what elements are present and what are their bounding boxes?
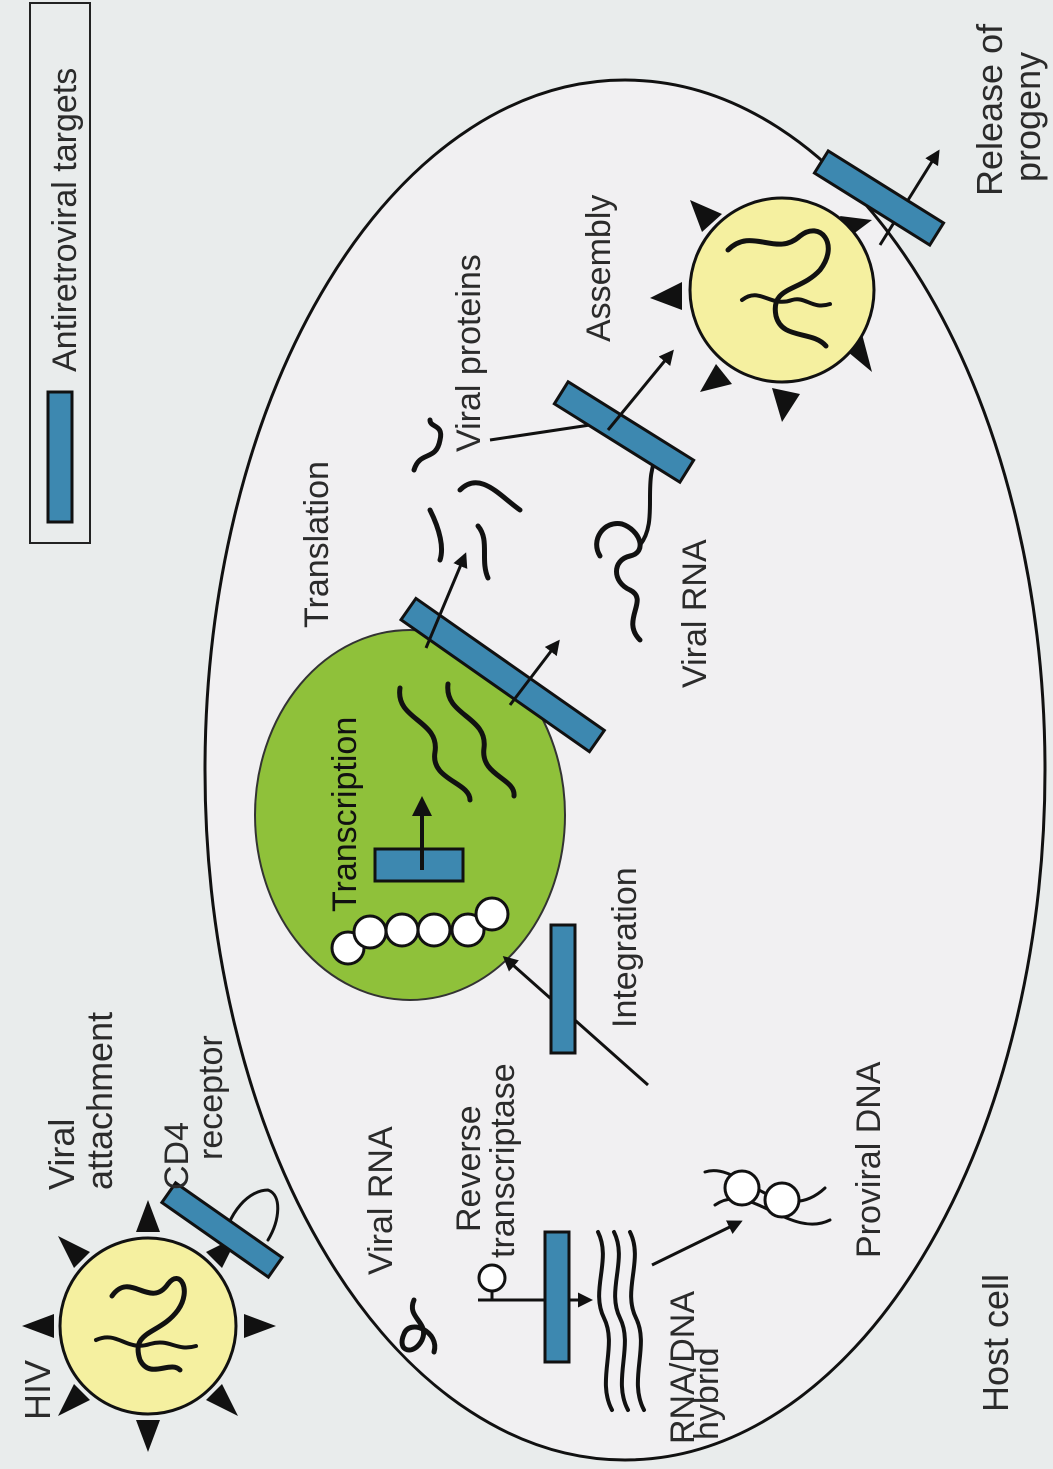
label-viral-proteins: Viral proteins (450, 254, 488, 452)
label-assembly: Assembly (580, 195, 618, 342)
label-translation: Translation (298, 461, 336, 628)
label-cd4: CD4 (158, 1122, 196, 1190)
label-receptor: receptor (192, 1035, 230, 1160)
label-release-of: Release of (969, 23, 1010, 196)
label-proviral-dna: Proviral DNA (850, 1061, 888, 1258)
label-transcription: Transcription (326, 717, 364, 912)
label-reverse: Reverse (450, 1105, 488, 1232)
reverse-transcription-target-bar (545, 1232, 569, 1362)
legend-label: Antiretroviral targets (46, 68, 84, 372)
label-host-cell: Host cell (975, 1274, 1016, 1412)
label-viral-attachment-1: Viral (41, 1119, 82, 1190)
label-transcriptase: transcriptase (484, 1063, 522, 1258)
transcription-target-bar (375, 849, 463, 881)
label-hybrid: hybrid (688, 1347, 726, 1440)
label-viral-rna-cytoplasm: Viral RNA (676, 539, 714, 688)
label-hiv: HIV (17, 1360, 58, 1420)
label-viral-attachment-2: attachment (79, 1012, 120, 1190)
integration-target-bar (551, 925, 575, 1053)
label-progeny: progeny (1007, 52, 1048, 182)
blue-target-bar-icon (48, 392, 72, 522)
label-integration: Integration (606, 867, 644, 1028)
label-viral-rna-entry: Viral RNA (362, 1126, 400, 1275)
